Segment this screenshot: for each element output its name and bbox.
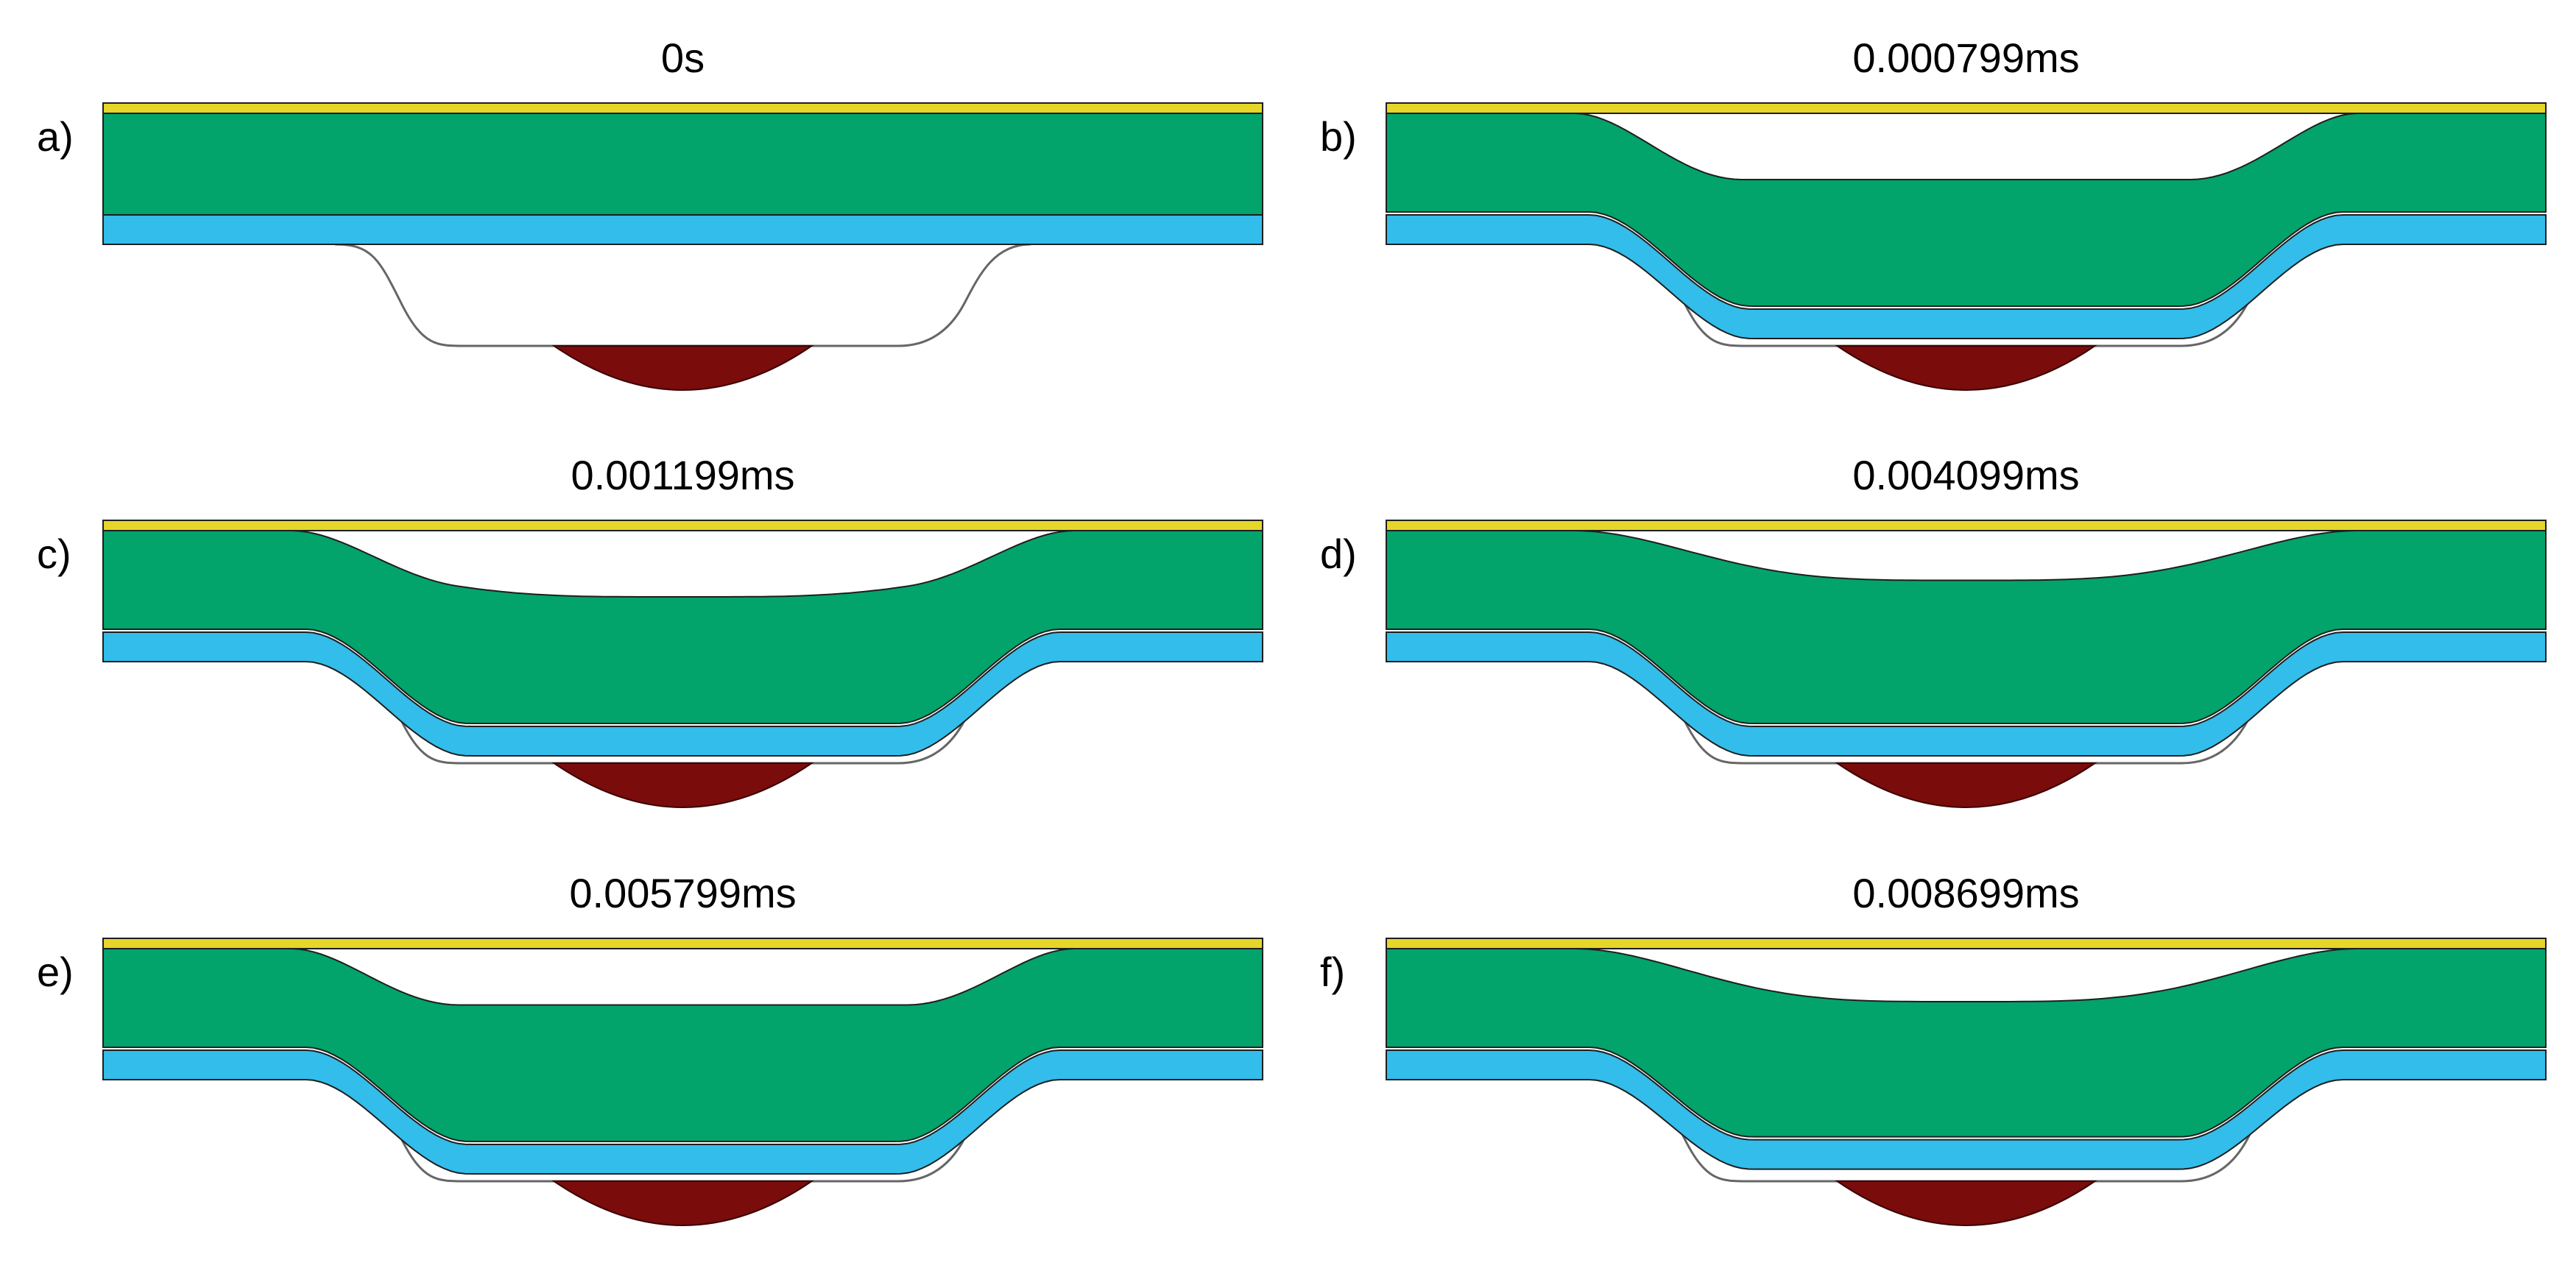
bead bbox=[1835, 345, 2097, 391]
top-plate bbox=[1386, 520, 2547, 531]
panel-time-label: 0.001199ms bbox=[571, 452, 794, 498]
bottom-layer bbox=[102, 1049, 1263, 1175]
bead bbox=[551, 345, 814, 391]
panel-letter-label: d) bbox=[1320, 531, 1357, 577]
panel-d: 0.004099ms d) bbox=[1320, 452, 2547, 808]
bead bbox=[1835, 1180, 2097, 1226]
panel-letter-label: e) bbox=[37, 949, 74, 995]
core-layer bbox=[102, 948, 1263, 1142]
bottom-layer bbox=[102, 214, 1263, 245]
top-plate bbox=[102, 102, 1263, 114]
top-plate bbox=[102, 938, 1263, 949]
panel-letter-label: f) bbox=[1320, 949, 1345, 995]
panel-a: 0s a) bbox=[37, 35, 1263, 391]
top-plate bbox=[1386, 102, 2547, 114]
core-layer bbox=[1386, 113, 2547, 307]
panel-time-label: 0.000799ms bbox=[1852, 35, 2079, 81]
top-plate bbox=[1386, 938, 2547, 949]
panels-group: 0s a) 0.000799ms b) 0.001199ms c) 0.004099ms d)… bbox=[37, 35, 2547, 1226]
bead bbox=[1835, 762, 2097, 808]
panel-letter-label: b) bbox=[1320, 113, 1357, 160]
core-layer bbox=[102, 530, 1263, 724]
panel-time-label: 0.005799ms bbox=[569, 870, 796, 916]
panel-c: 0.001199ms c) bbox=[37, 452, 1263, 808]
bottom-layer bbox=[1386, 631, 2547, 757]
panel-time-label: 0.004099ms bbox=[1852, 452, 2079, 498]
panel-b: 0.000799ms b) bbox=[1320, 35, 2547, 391]
core-layer bbox=[1386, 948, 2547, 1138]
top-plate bbox=[102, 520, 1263, 531]
bottom-layer bbox=[1386, 1049, 2547, 1170]
bead bbox=[551, 762, 814, 808]
core-layer bbox=[1386, 530, 2547, 724]
panel-f: 0.008699ms f) bbox=[1320, 870, 2547, 1226]
core-layer bbox=[102, 113, 1263, 216]
bottom-layer bbox=[1386, 214, 2547, 339]
panel-time-label: 0.008699ms bbox=[1852, 870, 2079, 916]
panel-letter-label: a) bbox=[37, 113, 74, 160]
bead bbox=[551, 1180, 814, 1226]
panel-e: 0.005799ms e) bbox=[37, 870, 1263, 1226]
panel-letter-label: c) bbox=[37, 531, 71, 577]
panel-time-label: 0s bbox=[661, 35, 705, 81]
bottom-layer bbox=[102, 631, 1263, 757]
die-outline bbox=[334, 243, 1031, 347]
